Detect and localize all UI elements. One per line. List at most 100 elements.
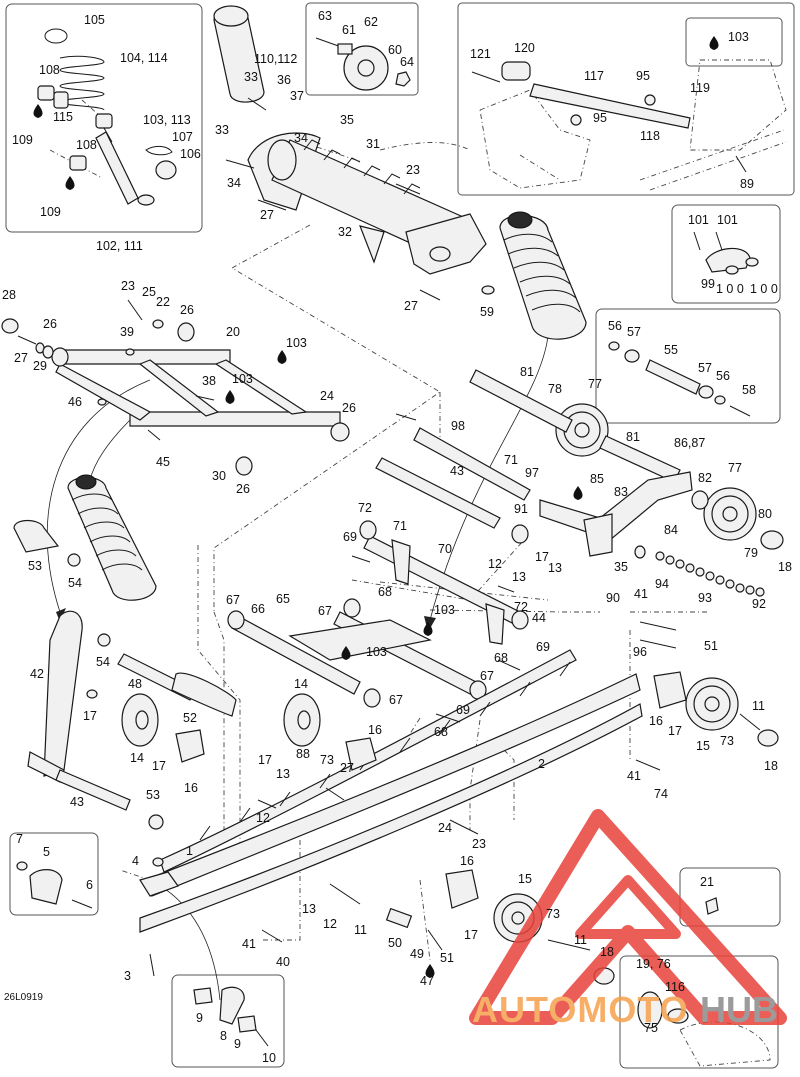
bolt bbox=[715, 231, 723, 251]
part-label: 19, 76 bbox=[636, 957, 671, 971]
spacer bbox=[337, 43, 353, 55]
part-label: 78 bbox=[548, 382, 562, 396]
front-arm-crossbar bbox=[55, 363, 152, 421]
cross-shaft-end bbox=[267, 139, 297, 181]
part-label: 53 bbox=[28, 559, 42, 573]
part-label: 74 bbox=[654, 787, 668, 801]
part-label: 29 bbox=[33, 359, 47, 373]
part-label: 61 bbox=[342, 23, 356, 37]
bolt bbox=[195, 395, 215, 401]
part-label: 32 bbox=[338, 225, 352, 239]
part-label: 97 bbox=[525, 466, 539, 480]
frame-outline bbox=[689, 59, 787, 151]
part-label: 69 bbox=[343, 530, 357, 544]
connector-line bbox=[81, 99, 101, 117]
grease-drop-icon bbox=[341, 646, 351, 660]
washer bbox=[714, 395, 726, 405]
bolt bbox=[257, 799, 277, 809]
bolt bbox=[71, 899, 93, 909]
shock-eye bbox=[137, 194, 155, 206]
shock-rod bbox=[103, 127, 113, 143]
part-label: 56 bbox=[608, 319, 622, 333]
part-label: 26 bbox=[342, 401, 356, 415]
shaft-81 bbox=[469, 369, 573, 433]
part-label: 8 bbox=[220, 1029, 227, 1043]
bushing bbox=[227, 610, 245, 630]
sprocket bbox=[637, 991, 663, 1029]
part-label: 101 bbox=[717, 213, 738, 227]
arrow-curve bbox=[89, 419, 131, 481]
front-arm-tube bbox=[129, 411, 341, 427]
part-label: 17 bbox=[152, 759, 166, 773]
connector-line bbox=[429, 609, 600, 613]
part-label: 27 bbox=[14, 351, 28, 365]
grease-drop-icon bbox=[573, 486, 583, 500]
part-label: 35 bbox=[340, 113, 354, 127]
shock-eye-top bbox=[507, 211, 533, 229]
part-label: 41 bbox=[634, 587, 648, 601]
bolt bbox=[351, 555, 371, 563]
part-label: 68 bbox=[378, 585, 392, 599]
connector-line bbox=[49, 149, 103, 179]
bushing bbox=[343, 598, 361, 618]
part-label: 85 bbox=[590, 472, 604, 486]
part-label: 55 bbox=[664, 343, 678, 357]
part-label: 15 bbox=[696, 739, 710, 753]
part-label: 48 bbox=[128, 677, 142, 691]
rear-shock bbox=[481, 211, 587, 340]
part-label: 68 bbox=[494, 651, 508, 665]
part-label: 110,112 bbox=[254, 52, 297, 66]
inset-box-103 bbox=[685, 17, 783, 67]
lubricant-drops bbox=[33, 36, 719, 978]
part-label: 18 bbox=[778, 560, 792, 574]
part-label: 44 bbox=[532, 611, 546, 625]
bolt bbox=[435, 713, 461, 723]
bolt bbox=[427, 929, 443, 951]
lever-arm bbox=[43, 610, 83, 777]
part-label: 12 bbox=[256, 811, 270, 825]
bolt bbox=[395, 413, 417, 421]
front-arm-brace bbox=[214, 359, 308, 415]
idler-wheels bbox=[121, 403, 784, 985]
part-label: 30 bbox=[212, 469, 226, 483]
bushing bbox=[691, 490, 709, 510]
part-label: 34 bbox=[294, 131, 308, 145]
part-label: 22 bbox=[156, 295, 170, 309]
nut bbox=[152, 857, 164, 867]
part-label: 60 bbox=[388, 43, 402, 57]
cap bbox=[757, 729, 779, 747]
center-arm bbox=[227, 598, 487, 708]
lower-shaft bbox=[55, 769, 131, 811]
part-label: 117 bbox=[584, 69, 604, 83]
connector-line bbox=[469, 719, 481, 830]
part-label: 17 bbox=[668, 724, 682, 738]
part-label: 17 bbox=[258, 753, 272, 767]
washer bbox=[152, 319, 164, 329]
bushing bbox=[359, 520, 377, 540]
part-label: 36 bbox=[277, 73, 291, 87]
bolt bbox=[497, 585, 515, 593]
part-label: 43 bbox=[450, 464, 464, 478]
bolt bbox=[329, 883, 361, 905]
washer bbox=[624, 349, 640, 363]
part-label: 56 bbox=[716, 369, 730, 383]
washer bbox=[698, 385, 714, 399]
idler-hub bbox=[357, 59, 375, 77]
support-16 bbox=[345, 737, 377, 771]
part-label: 103 bbox=[434, 603, 455, 617]
inset-box-bottom-clip bbox=[171, 974, 285, 1068]
fasteners bbox=[225, 97, 761, 951]
link-washer bbox=[570, 114, 582, 126]
bolt bbox=[247, 97, 267, 111]
part-label: 13 bbox=[548, 561, 562, 575]
part-label: 104, 114 bbox=[120, 51, 168, 65]
bushing bbox=[69, 155, 87, 171]
link-arm bbox=[529, 83, 691, 129]
washer bbox=[608, 341, 620, 351]
part-label: 67 bbox=[389, 693, 403, 707]
part-label: 11 bbox=[574, 933, 587, 947]
arm-bushing bbox=[330, 422, 350, 442]
part-label: 18 bbox=[764, 759, 778, 773]
